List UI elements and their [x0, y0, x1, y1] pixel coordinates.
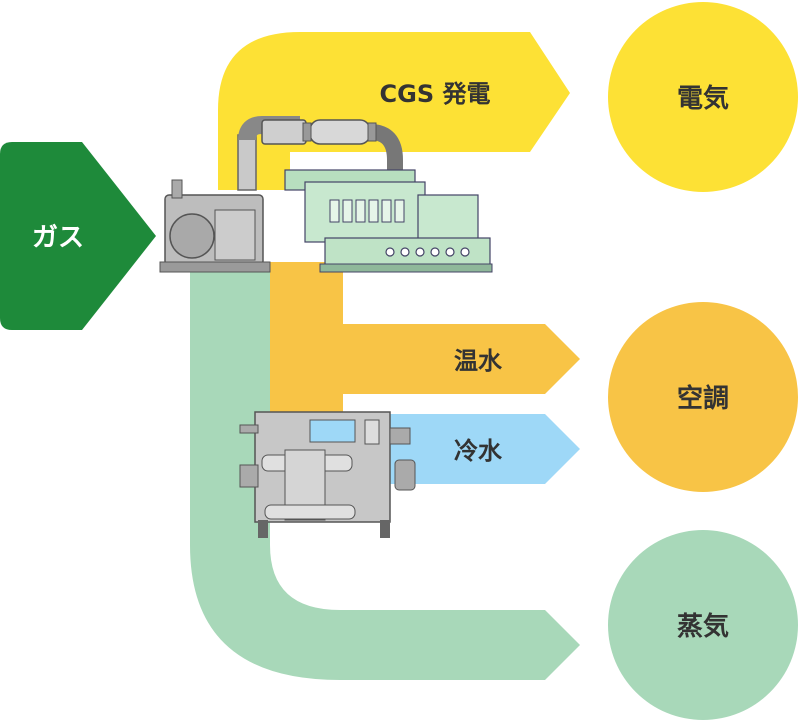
hot-water-flow-label: 温水	[454, 347, 503, 375]
air-conditioning-output-circle	[608, 302, 798, 492]
gas-label: ガス	[32, 223, 84, 253]
steam-label: 蒸気	[677, 611, 729, 642]
electricity-output-circle	[608, 2, 798, 192]
absorption-chiller-icon	[239, 411, 416, 538]
steam-output-circle	[608, 530, 798, 720]
power-flow-label: CGS 発電	[380, 80, 491, 108]
cold-water-flow-label: 冷水	[454, 437, 503, 465]
electricity-label: 電気	[677, 83, 729, 114]
gas-input-arrow	[0, 142, 156, 330]
cold-water-flow-band	[380, 414, 580, 484]
cogeneration-engine-icon	[159, 116, 493, 273]
air-conditioning-label: 空調	[677, 383, 729, 414]
power-flow-band	[218, 32, 570, 190]
hot-water-flow-band	[270, 262, 580, 420]
